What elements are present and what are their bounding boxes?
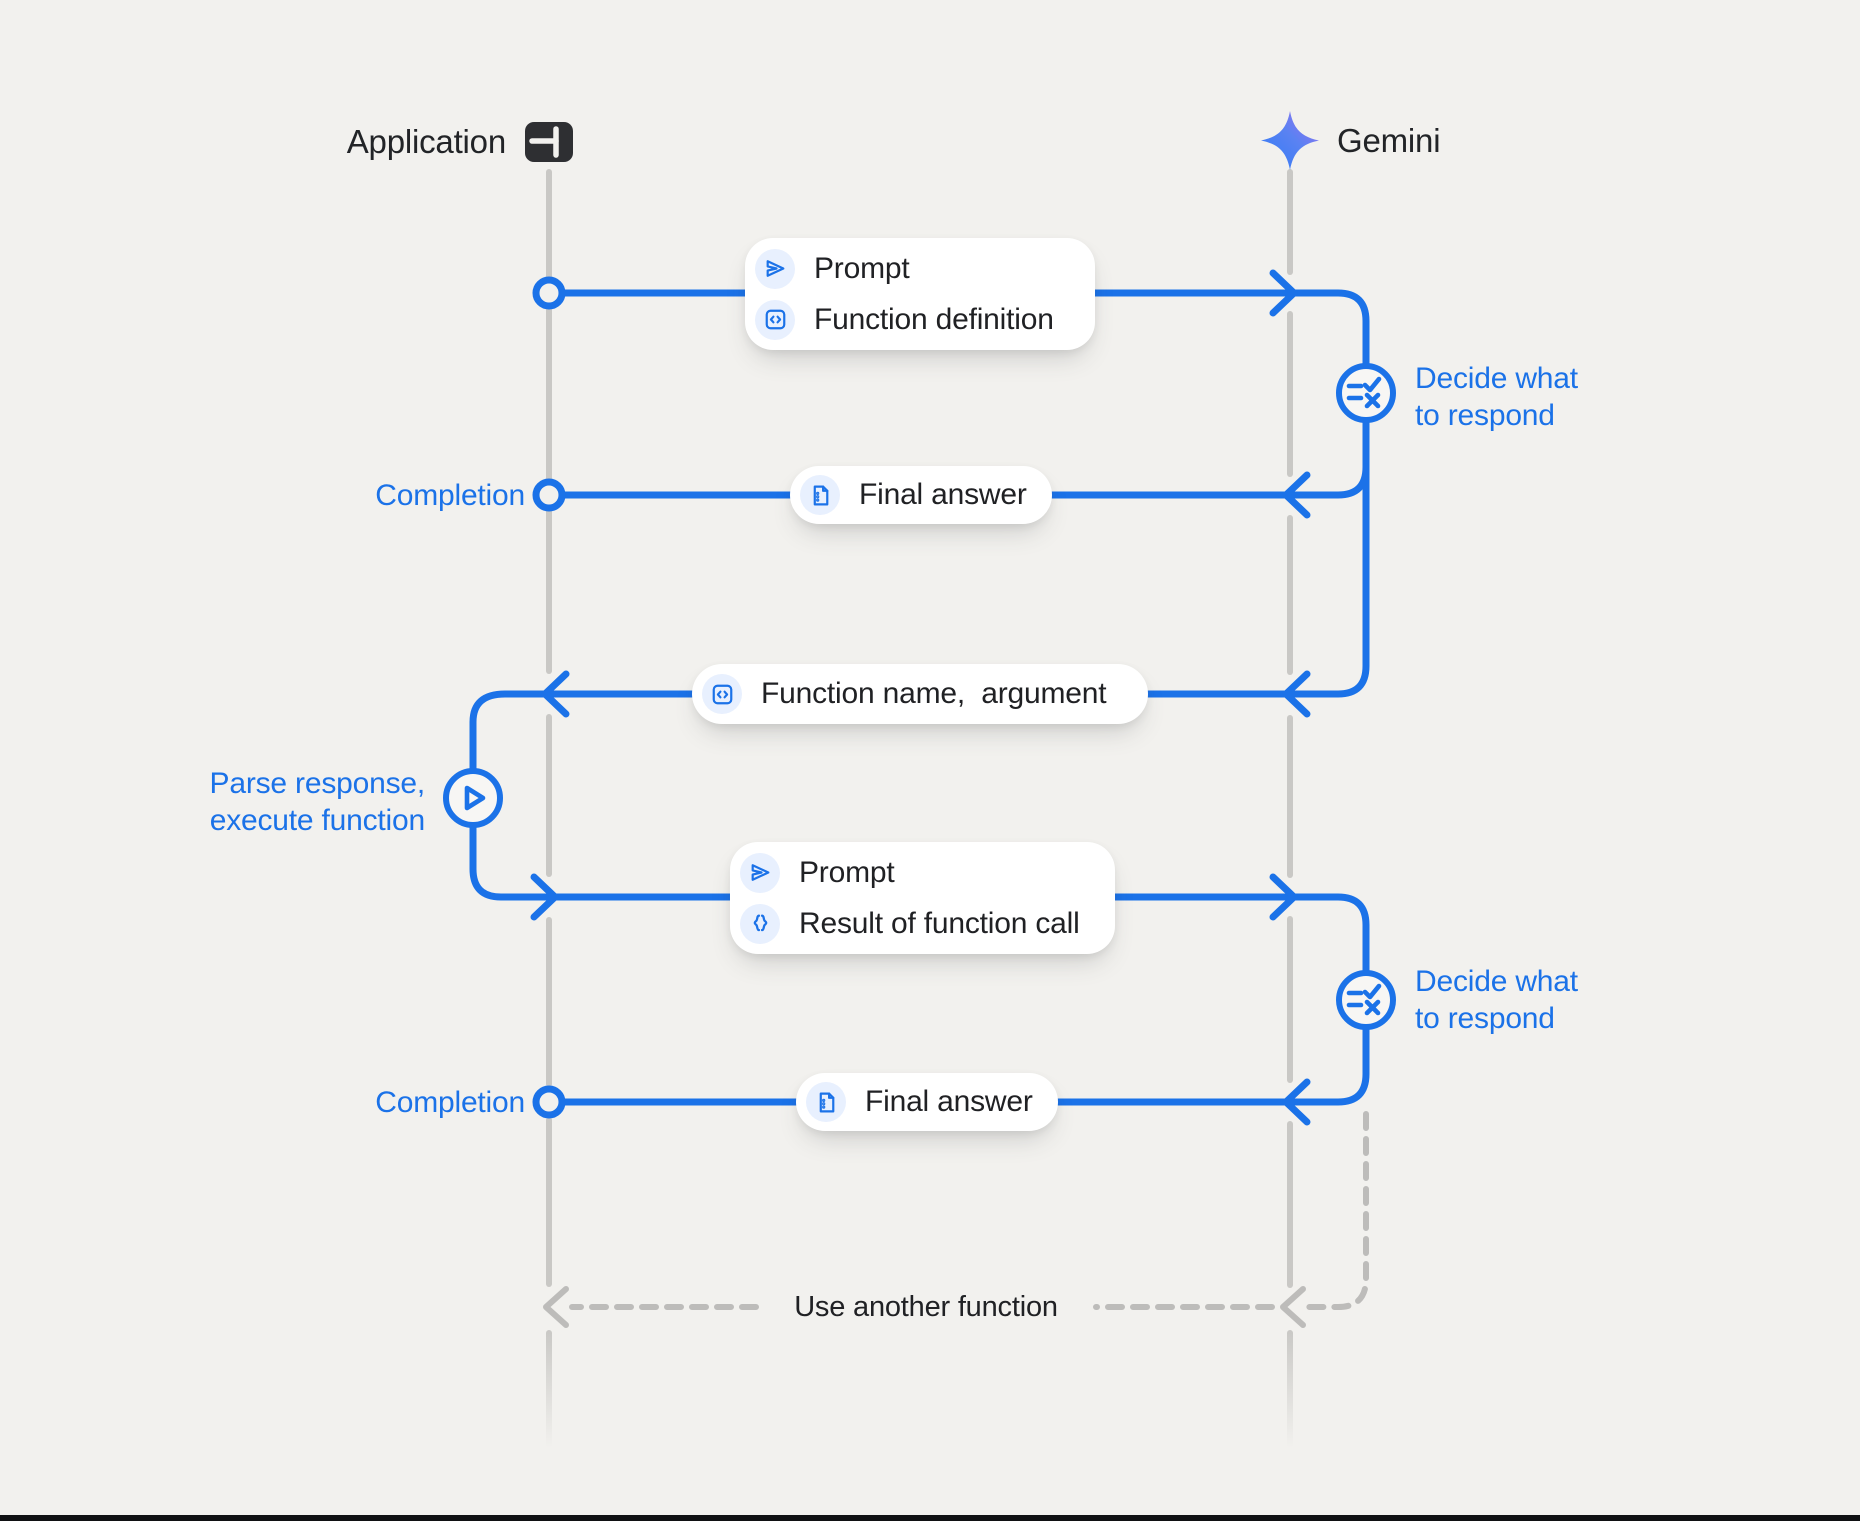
message-box-final-answer-1: Final answer: [790, 466, 1052, 524]
message-label: Final answer: [859, 478, 1027, 511]
decide-node-2: [1336, 970, 1396, 1030]
message-row: Result of function call: [740, 903, 1115, 944]
use-another-function-path: [569, 1111, 1369, 1310]
flow-final-answer-2: [545, 1023, 1370, 1106]
decide-label-line: Decide what: [1415, 362, 1578, 395]
braces-icon: [740, 903, 780, 944]
message-box-final-answer-2: Final answer: [796, 1073, 1058, 1131]
use-another-function-label: Use another function: [794, 1291, 1058, 1323]
flow-prompt-1: [545, 289, 1370, 370]
message-box-prompt-result: Prompt Result of function call: [730, 842, 1115, 954]
message-row: Final answer: [800, 475, 1052, 515]
decide-label-line: to respond: [1415, 399, 1555, 432]
arrowhead-left-icon: [1282, 1078, 1311, 1126]
arrowhead-right-icon: [1269, 269, 1298, 317]
message-row: Final answer: [806, 1082, 1058, 1122]
gemini-sparkle-icon: [1261, 111, 1319, 170]
message-row: Function name, argument: [702, 674, 1148, 714]
message-row: Prompt: [740, 852, 1115, 893]
flow-arrowheads: [530, 269, 1311, 1126]
code-icon: [755, 299, 795, 340]
arrowhead-left-icon: [1282, 471, 1311, 519]
message-label: Result of function call: [799, 906, 1080, 940]
gemini-actor-label: Gemini: [1337, 122, 1441, 159]
rule-icon: [1346, 376, 1382, 409]
message-box-prompt-function-definition: Prompt Function definition: [745, 238, 1095, 350]
parse-response-label: Parse response, execute function: [180, 765, 426, 839]
code-icon: [702, 674, 742, 714]
decide-label-line: Decide what: [1415, 965, 1578, 998]
endpoint-circles: [532, 276, 566, 1119]
document-icon: [806, 1082, 846, 1122]
use-another-function-arrowheads: [543, 1286, 1306, 1328]
message-label: Prompt: [814, 251, 910, 285]
flow-final-answer-1: [545, 463, 1370, 499]
arrowhead-left-icon: [1282, 670, 1311, 718]
bottom-window-edge: [0, 1515, 1860, 1521]
endpoint-circle: [532, 1085, 566, 1119]
message-box-function-name-argument: Function name, argument: [692, 664, 1148, 724]
completion-label-2: Completion: [375, 1086, 525, 1119]
decide-node-1: [1336, 363, 1396, 423]
completion-label-1: Completion: [375, 479, 525, 512]
decide-label-line: to respond: [1415, 1002, 1555, 1035]
parse-label-line: Parse response,: [209, 767, 426, 800]
gemini-lifeline-fade: [1287, 1330, 1293, 1448]
parse-node: [443, 768, 503, 828]
send-icon: [740, 852, 780, 893]
endpoint-circle: [532, 478, 566, 512]
message-row: Function definition: [755, 299, 1095, 340]
dashed-arrowhead-application: [543, 1286, 569, 1328]
arrowhead-right-icon: [530, 873, 559, 921]
play-icon: [464, 785, 486, 811]
message-row: Prompt: [755, 248, 1095, 289]
document-icon: [800, 475, 840, 515]
application-lifeline-fade: [546, 1330, 552, 1448]
decide-label-2: Decide what to respond: [1415, 963, 1578, 1037]
arrowhead-left-icon: [541, 670, 570, 718]
parse-label-line: execute function: [209, 804, 425, 837]
message-label: Function definition: [814, 302, 1054, 336]
message-label: Function name, argument: [761, 677, 1107, 710]
application-actor-label: Application: [346, 123, 506, 160]
decide-label-1: Decide what to respond: [1415, 360, 1578, 434]
endpoint-circle: [532, 276, 566, 310]
dashed-arrowhead-gemini: [1280, 1286, 1306, 1328]
send-icon: [755, 248, 795, 289]
message-label: Prompt: [799, 855, 895, 889]
arrowhead-right-icon: [1269, 873, 1298, 921]
message-label: Final answer: [865, 1085, 1033, 1118]
rule-icon: [1346, 983, 1382, 1016]
application-window-icon: [525, 122, 573, 162]
